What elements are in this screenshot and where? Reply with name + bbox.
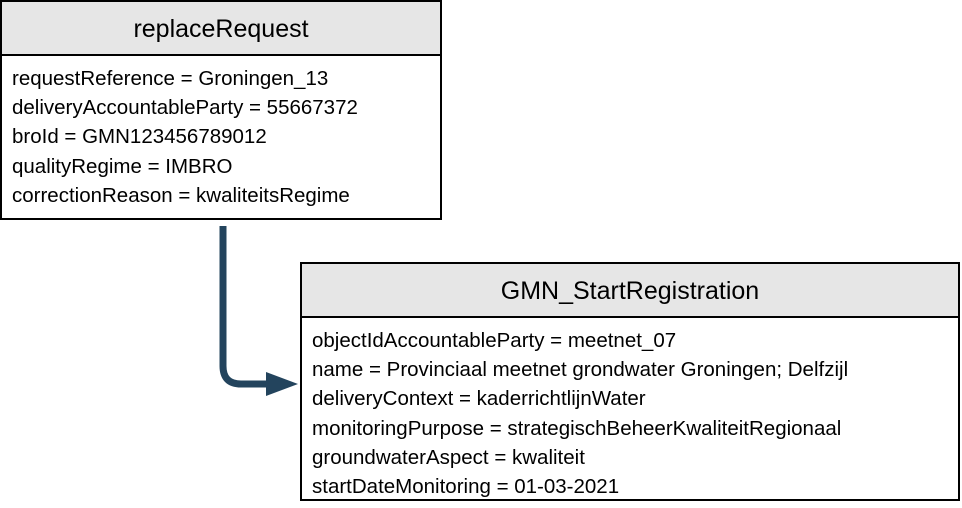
attribute-delivery-accountable-party: deliveryAccountableParty = 55667372 bbox=[12, 96, 358, 120]
attribute-bro-id: broId = GMN123456789012 bbox=[12, 125, 267, 149]
attribute-monitoring-purpose: monitoringPurpose = strategischBeheerKwa… bbox=[312, 416, 842, 440]
attribute-name: name = Provinciaal meetnet grondwater Gr… bbox=[312, 358, 849, 382]
arrow-right-icon bbox=[266, 372, 298, 396]
attribute-list-replace-request: requestReference = Groningen_13 delivery… bbox=[2, 56, 440, 210]
class-box-replace-request[interactable]: replaceRequest requestReference = Gronin… bbox=[0, 0, 442, 220]
class-title-gmn-start-registration: GMN_StartRegistration bbox=[302, 264, 958, 318]
attribute-delivery-context: deliveryContext = kaderrichtlijnWater bbox=[312, 387, 646, 411]
attribute-correction-reason: correctionReason = kwaliteitsRegime bbox=[12, 183, 350, 207]
attribute-object-id-accountable-party: objectIdAccountableParty = meetnet_07 bbox=[312, 329, 677, 352]
class-box-gmn-start-registration[interactable]: GMN_StartRegistration objectIdAccountabl… bbox=[300, 262, 960, 501]
class-title-replace-request: replaceRequest bbox=[2, 2, 440, 56]
connector-line bbox=[219, 226, 272, 388]
attribute-request-reference: requestReference = Groningen_13 bbox=[12, 67, 329, 90]
attribute-list-gmn-start-registration: objectIdAccountableParty = meetnet_07 na… bbox=[302, 318, 958, 501]
attribute-start-date-monitoring: startDateMonitoring = 01-03-2021 bbox=[312, 475, 620, 499]
attribute-groundwater-aspect: groundwaterAspect = kwaliteit bbox=[312, 445, 585, 469]
attribute-quality-regime: qualityRegime = IMBRO bbox=[12, 154, 233, 178]
